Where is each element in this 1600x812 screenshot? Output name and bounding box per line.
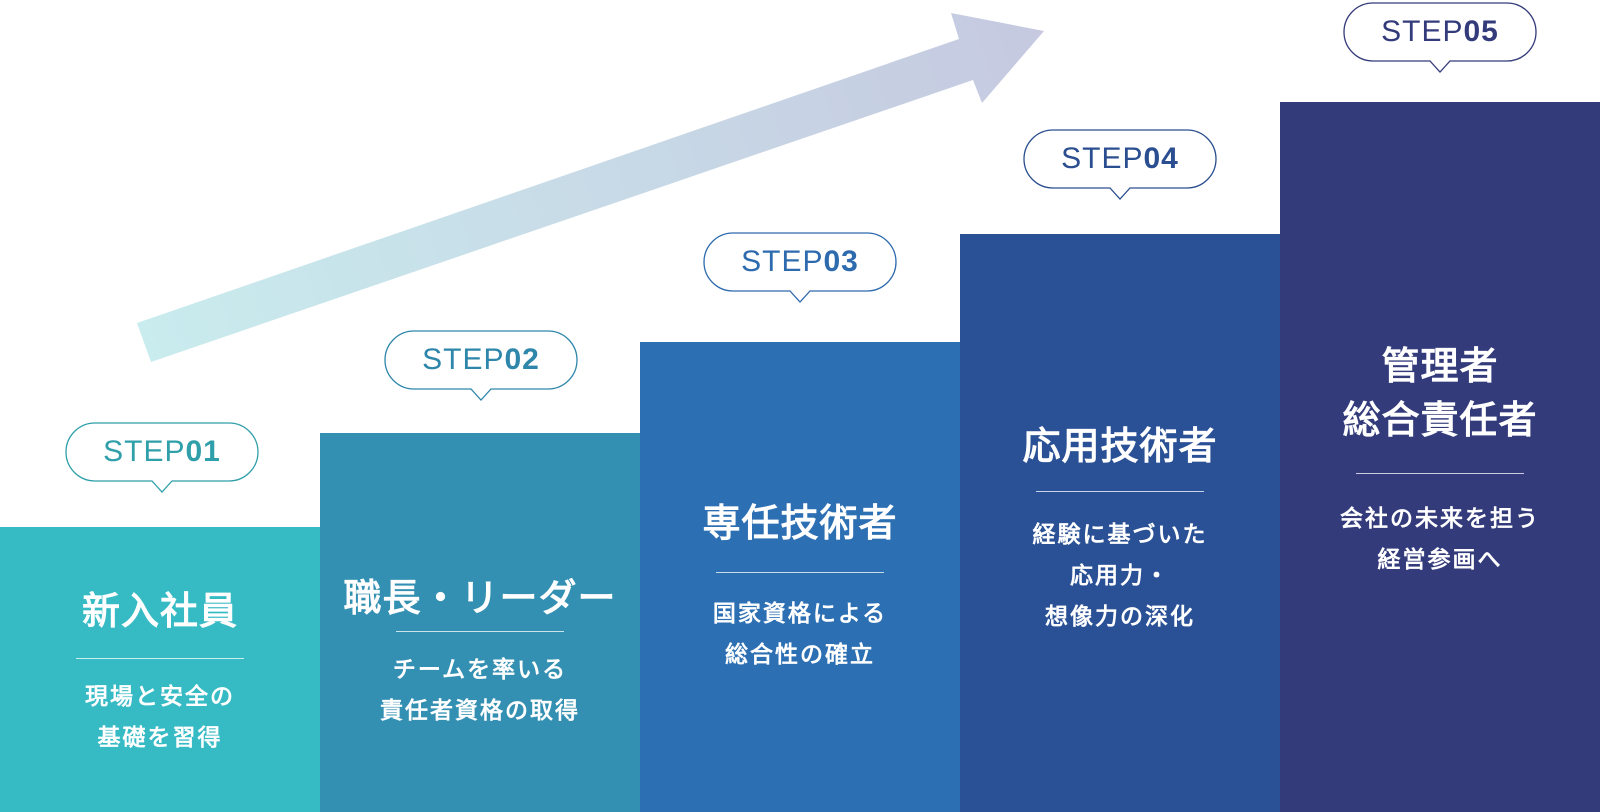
step-subtitle-line: 国家資格による bbox=[712, 601, 888, 627]
step-badge-word: STEP bbox=[1061, 142, 1144, 175]
step-subtitle: 経験に基づいた 応用力・ 想像力の深化 bbox=[960, 515, 1280, 638]
step-title-line: 総合責任者 bbox=[1342, 398, 1538, 442]
step-title: 応用技術者 bbox=[960, 419, 1280, 473]
arrow-shape bbox=[137, 13, 1044, 362]
step-badge-3: STEP03 bbox=[703, 232, 897, 304]
step-bar-4: 応用技術者 経験に基づいた 応用力・ 想像力の深化 bbox=[960, 234, 1280, 812]
step-divider bbox=[396, 631, 564, 632]
step-badge-label: STEP03 bbox=[703, 232, 897, 292]
step-badge-5: STEP05 bbox=[1343, 2, 1537, 74]
step-bar-5: 管理者 総合責任者 会社の未来を担う 経営参画へ bbox=[1280, 102, 1600, 812]
step-subtitle: 国家資格による 総合性の確立 bbox=[640, 594, 960, 676]
step-badge-number: 01 bbox=[185, 435, 221, 468]
step-title-line: 専任技術者 bbox=[702, 501, 898, 545]
step-subtitle-line: 想像力の深化 bbox=[1045, 604, 1195, 630]
speech-bubble-icon bbox=[703, 232, 897, 303]
step-badge-number: 03 bbox=[823, 245, 859, 278]
step-subtitle-line: 応用力・ bbox=[1070, 563, 1170, 589]
step-subtitle: チームを率いる 責任者資格の取得 bbox=[320, 650, 640, 732]
step-badge-word: STEP bbox=[103, 435, 186, 468]
step-badge-1: STEP01 bbox=[65, 422, 259, 494]
step-badge-number: 04 bbox=[1143, 142, 1179, 175]
step-badge-label: STEP02 bbox=[384, 330, 578, 390]
step-title-line: 新入社員 bbox=[81, 589, 238, 633]
step-subtitle-line: 会社の未来を担う bbox=[1340, 506, 1540, 532]
step-title: 専任技術者 bbox=[640, 496, 960, 550]
step-subtitle: 会社の未来を担う 経営参画へ bbox=[1280, 499, 1600, 581]
step-badge-word: STEP bbox=[422, 343, 505, 376]
step-divider bbox=[1356, 473, 1524, 474]
step-badge-word: STEP bbox=[1381, 15, 1464, 48]
step-subtitle-line: 現場と安全の bbox=[85, 684, 235, 710]
step-subtitle-line: 基礎を習得 bbox=[97, 725, 223, 751]
step-subtitle-line: 経験に基づいた bbox=[1032, 522, 1208, 548]
step-badge-label: STEP04 bbox=[1023, 129, 1217, 189]
step-subtitle-line: 総合性の確立 bbox=[725, 642, 875, 668]
step-subtitle: 現場と安全の 基礎を習得 bbox=[0, 677, 320, 759]
step-title: 管理者 総合責任者 bbox=[1280, 339, 1600, 447]
step-subtitle-line: チームを率いる bbox=[392, 657, 568, 683]
step-title-line: 応用技術者 bbox=[1022, 424, 1218, 468]
step-badge-label: STEP01 bbox=[65, 422, 259, 482]
step-subtitle-line: 責任者資格の取得 bbox=[380, 698, 580, 724]
step-badge-label: STEP05 bbox=[1343, 2, 1537, 62]
speech-bubble-icon bbox=[384, 330, 578, 401]
step-title: 職長・リーダー bbox=[320, 571, 640, 625]
speech-bubble-icon bbox=[1023, 129, 1217, 200]
step-title-line: 職長・リーダー bbox=[343, 576, 617, 620]
step-bar-1: 新入社員 現場と安全の 基礎を習得 bbox=[0, 527, 320, 812]
step-badge-4: STEP04 bbox=[1023, 129, 1217, 201]
step-divider bbox=[716, 572, 884, 573]
step-badge-number: 05 bbox=[1463, 15, 1499, 48]
speech-bubble-icon bbox=[65, 422, 259, 493]
step-subtitle-line: 経営参画へ bbox=[1377, 547, 1503, 573]
step-divider bbox=[1036, 491, 1204, 492]
step-badge-word: STEP bbox=[741, 245, 824, 278]
step-bar-3: 専任技術者 国家資格による 総合性の確立 bbox=[640, 342, 960, 812]
step-badge-2: STEP02 bbox=[384, 330, 578, 402]
step-title-line: 管理者 bbox=[1381, 344, 1499, 388]
step-divider bbox=[76, 658, 244, 659]
step-title: 新入社員 bbox=[0, 584, 320, 638]
step-badge-number: 02 bbox=[504, 343, 540, 376]
speech-bubble-icon bbox=[1343, 2, 1537, 73]
step-bar-2: 職長・リーダー チームを率いる 責任者資格の取得 bbox=[320, 433, 640, 812]
